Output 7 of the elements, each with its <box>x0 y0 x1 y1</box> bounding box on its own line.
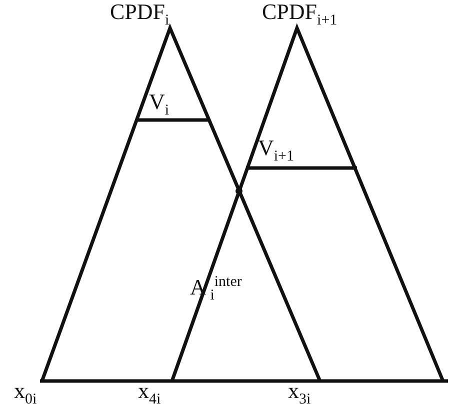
axis-point-label: x$_{4i}$ <box>138 381 161 407</box>
axis-point-label: x$_{3i}$ <box>288 381 311 407</box>
region-label: V$_{i}$ <box>149 92 170 120</box>
density-function-label: CPDF$_{i}$ <box>110 2 170 30</box>
region-label: V$_{i+1}$ <box>258 138 294 166</box>
axis-point-label: x$_{0i}$ <box>14 381 37 407</box>
density-function-label: CPDF$_{i+1}$ <box>262 2 338 30</box>
